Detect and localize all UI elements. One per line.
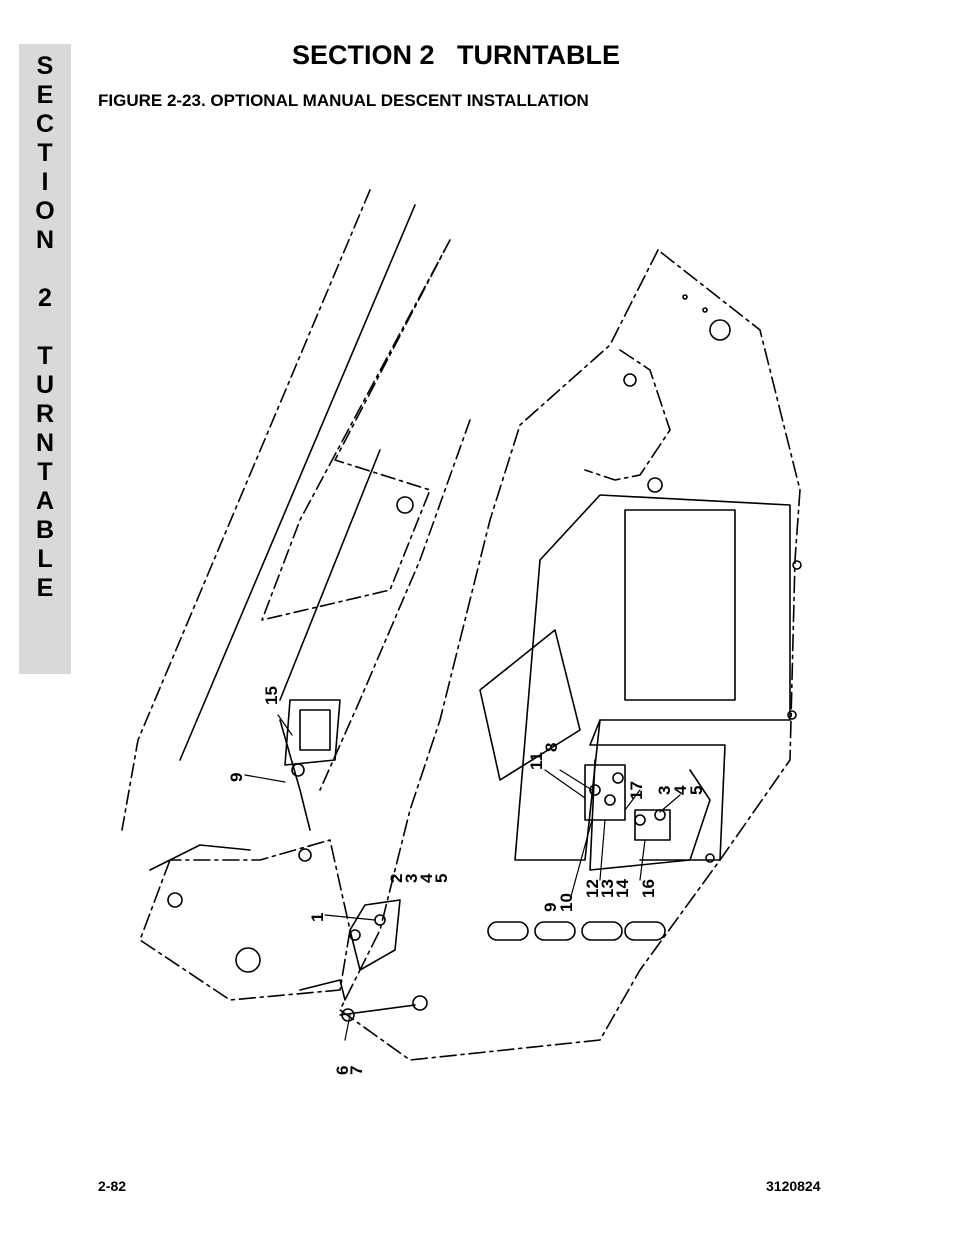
- callout-3-right: 3: [655, 786, 674, 795]
- callout-2: 2: [387, 874, 406, 883]
- side-tab-letter: E: [36, 81, 54, 109]
- callout-6: 6: [333, 1066, 352, 1075]
- callout-9-bottom: 9: [541, 903, 560, 912]
- callout-1: 1: [308, 913, 327, 922]
- callout-5-right: 5: [687, 786, 706, 795]
- callout-leaders: [244, 714, 681, 1041]
- callout-16: 16: [639, 879, 658, 898]
- callout-8: 8: [542, 743, 561, 752]
- side-tab-letter: T: [37, 458, 53, 486]
- side-tab-letter: I: [41, 168, 49, 196]
- side-tab-letter: A: [35, 487, 55, 515]
- side-tab-letter: C: [35, 110, 55, 138]
- callout-9-left: 9: [227, 773, 246, 782]
- boom-arm: [121, 189, 471, 831]
- turntable-body: [339, 249, 802, 1061]
- side-tab-letter: N: [35, 429, 55, 457]
- side-tab-letter: B: [35, 516, 55, 544]
- side-tab-letter: 2: [38, 284, 52, 312]
- callout-17: 17: [627, 781, 646, 800]
- side-tab-letter: S: [36, 52, 54, 80]
- callout-11: 11: [527, 752, 546, 770]
- side-tab-letter: E: [36, 574, 54, 602]
- side-tab-letter: O: [35, 197, 55, 225]
- callout-4-right: 4: [671, 785, 690, 795]
- cylinder-bracket: [279, 699, 341, 831]
- callout-3-left: 3: [402, 874, 421, 883]
- side-tab-letter: R: [35, 400, 55, 428]
- manual-descent-valve-assembly: [584, 759, 711, 871]
- callout-15: 15: [262, 686, 281, 705]
- side-tab-letter: T: [37, 342, 53, 370]
- callout-12: 12: [583, 879, 602, 898]
- side-tab-letter: T: [37, 139, 53, 167]
- figure-caption: FIGURE 2-23. OPTIONAL MANUAL DESCENT INS…: [98, 91, 589, 110]
- side-tab-letter: U: [35, 371, 55, 399]
- callout-labels: 15 9 2 3 4 5 1 6 7 11 8 17 3 4 5 9 10 12…: [227, 686, 706, 1075]
- turntable-lower-plate: [139, 839, 401, 1001]
- callout-13: 13: [598, 879, 617, 898]
- callout-7: 7: [347, 1066, 366, 1075]
- turntable-figure-illustration: 15 9 2 3 4 5 1 6 7 11 8 17 3 4 5 9 10 12…: [121, 189, 802, 1075]
- page-number: 2-82: [98, 1178, 127, 1194]
- page-title: SECTION 2 TURNTABLE: [292, 40, 621, 70]
- document-number: 3120824: [766, 1178, 821, 1194]
- callout-4-left: 4: [417, 873, 436, 883]
- side-tab-letter: L: [37, 545, 53, 573]
- callout-10: 10: [557, 893, 576, 912]
- callout-5-left: 5: [432, 874, 451, 883]
- side-tab-letter: N: [35, 226, 55, 254]
- callout-14: 14: [613, 879, 632, 898]
- pull-cable: [339, 995, 428, 1022]
